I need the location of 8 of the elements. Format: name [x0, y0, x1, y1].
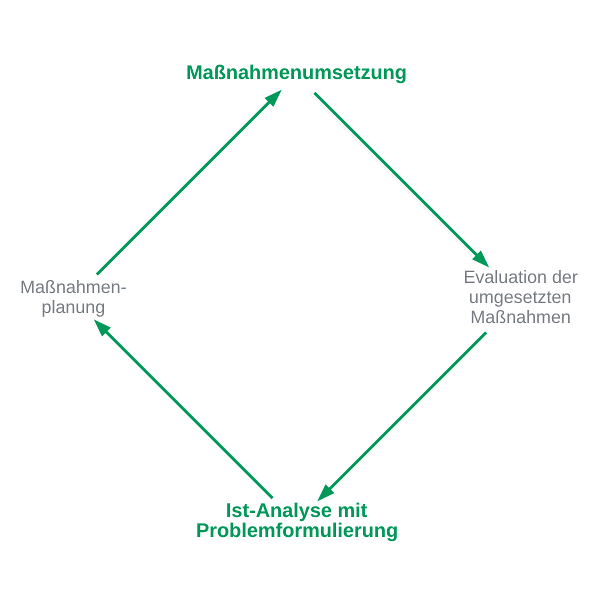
- arrow: [94, 319, 274, 500]
- node-text: Maßnahmenumsetzung: [186, 62, 407, 84]
- node-text: Ist-Analyse mit Problemformulierung: [196, 500, 398, 542]
- arrow: [313, 92, 490, 268]
- arrow: [96, 90, 282, 276]
- arrow: [317, 331, 488, 502]
- node-text: Evaluation der umgesetzten Maßnahmen: [463, 267, 578, 327]
- node-text: Maßnahmen- planung: [20, 276, 127, 317]
